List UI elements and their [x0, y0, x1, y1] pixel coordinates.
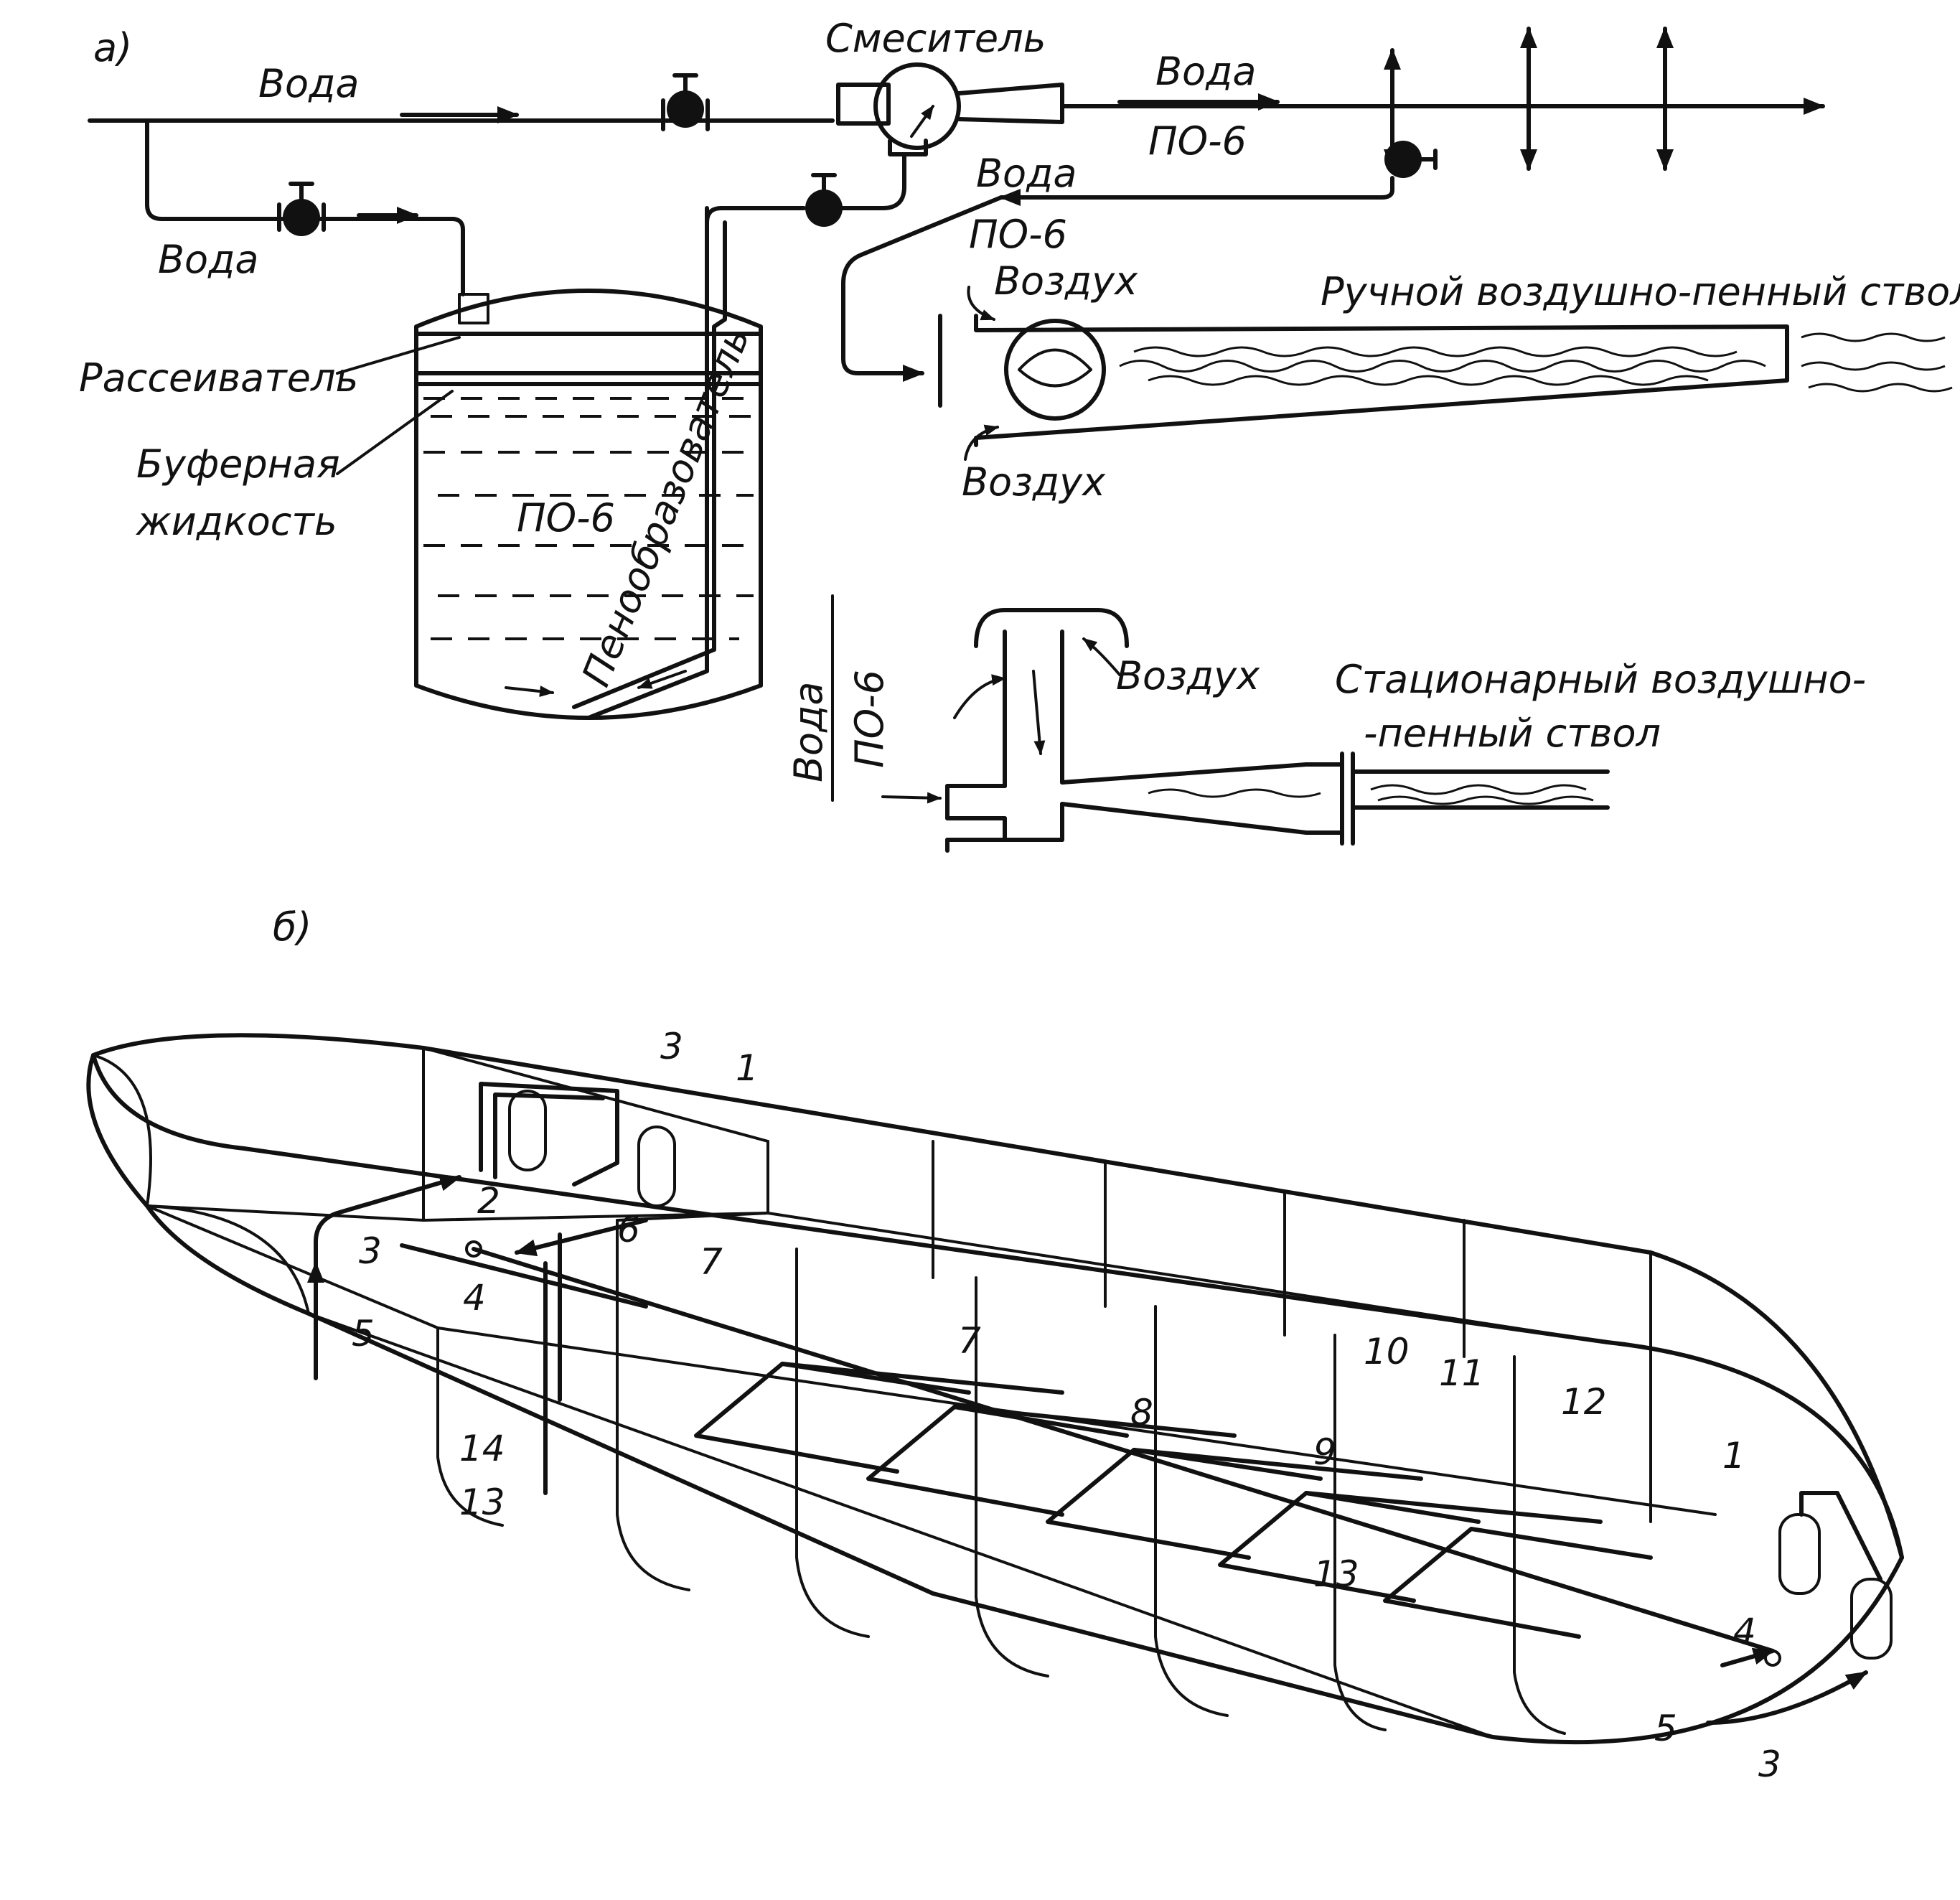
forward-foam-station: [307, 1082, 676, 1495]
foam-agent-dip-pipe: [586, 206, 709, 720]
flow-arrow: [637, 670, 687, 689]
ship-hull: [86, 1053, 1904, 1745]
valve-foam-agent: [805, 173, 843, 227]
aft-foam-station: [1706, 1491, 1893, 1725]
mixer-label: Смеситель: [825, 16, 1046, 61]
air-top-label: Воздух: [994, 258, 1138, 304]
callout-5-left: 5: [352, 1313, 375, 1354]
po6-out-label: ПО-6: [1148, 118, 1247, 164]
part-b-ship-foam-system: б): [86, 904, 1904, 1785]
foam-agent-dip-pipe: [572, 220, 727, 709]
hull-bow-curve: [92, 1054, 152, 1207]
nozzle-feed-pipe: [841, 195, 1003, 382]
forward-superstructure: [146, 1047, 769, 1444]
hull-deck-edge: [421, 1046, 1904, 1560]
valve-tank-inlet: [277, 182, 326, 236]
fixed-nozzle-label-line1: Стационарный воздушно-: [1335, 657, 1866, 702]
callout-1-top: 1: [736, 1047, 759, 1089]
callout-12: 12: [1561, 1381, 1607, 1423]
callout-5-right: 5: [1654, 1708, 1677, 1749]
manual-foam-nozzle: [938, 314, 1953, 447]
manual-nozzle-label: Ручной воздушно-пенный ствол: [1321, 269, 1960, 314]
leader-line: [336, 390, 454, 475]
callout-2: 2: [477, 1180, 500, 1222]
foam-agent-pipe: [705, 206, 806, 225]
callout-3-top: 3: [660, 1026, 683, 1067]
callout-8: 8: [1130, 1392, 1153, 1433]
tank-po6-label: ПО-6: [517, 495, 615, 540]
air-bottom-label: Воздух: [962, 459, 1106, 505]
mixer: [836, 62, 1064, 156]
callout-10: 10: [1364, 1331, 1410, 1372]
foam-agent-tank: [414, 289, 763, 720]
callout-3-left: 3: [359, 1230, 382, 1272]
air-arrow: [964, 424, 999, 461]
callout-14: 14: [459, 1428, 505, 1469]
water-return-label: Вода: [976, 151, 1077, 196]
callout-7-b: 7: [958, 1320, 981, 1362]
air-arrow: [967, 286, 995, 321]
buffer-label-line2: жидкость: [135, 499, 337, 544]
water-out-label: Вода: [1155, 49, 1257, 94]
callout-4-left: 4: [463, 1277, 486, 1319]
cargo-compartments: [307, 1140, 1717, 1738]
po6-return-label: ПО-6: [969, 212, 1067, 257]
stationary-foam-nozzle: [881, 608, 1610, 853]
callout-13-b: 13: [1313, 1553, 1359, 1595]
fixed-po6-label: ПО-6: [847, 670, 892, 768]
foam-manifolds: [694, 1362, 1653, 1639]
flow-arrow: [505, 685, 554, 698]
fixed-water-label: Вода: [786, 681, 831, 782]
callout-6: 6: [617, 1209, 640, 1250]
water-branch-label: Вода: [158, 237, 259, 282]
main-foam-line: [472, 1247, 1775, 1653]
hull-bow-curve: [146, 1204, 310, 1315]
leader-line: [336, 336, 461, 375]
callout-4-right: 4: [1733, 1611, 1756, 1652]
callout-11: 11: [1439, 1352, 1485, 1394]
return-pipe: [999, 176, 1394, 206]
air-fixed-label: Воздух: [1116, 653, 1260, 698]
callout-3-right: 3: [1758, 1744, 1781, 1785]
spreader-label: Рассеиватель: [79, 355, 358, 401]
buffer-label-line1: Буферная: [136, 441, 340, 487]
valve-branch: [1384, 141, 1438, 178]
callout-9: 9: [1313, 1431, 1336, 1473]
water-inlet-label: Вода: [258, 61, 360, 106]
callout-1-right: 1: [1722, 1435, 1745, 1477]
hull-deck-edge: [91, 1033, 426, 1057]
panel-label-a: а): [93, 25, 132, 70]
callout-13-a: 13: [459, 1482, 505, 1523]
panel-label-b: б): [273, 904, 311, 950]
callout-7-a: 7: [700, 1241, 723, 1283]
foam-agent-pipe: [820, 152, 906, 210]
fixed-nozzle-label-line2: -пенный ствол: [1364, 711, 1661, 756]
valve-main: [661, 73, 710, 131]
part-a-foam-mixing-scheme: а) Вода Смеситель Вода ПО-6: [79, 16, 1960, 853]
